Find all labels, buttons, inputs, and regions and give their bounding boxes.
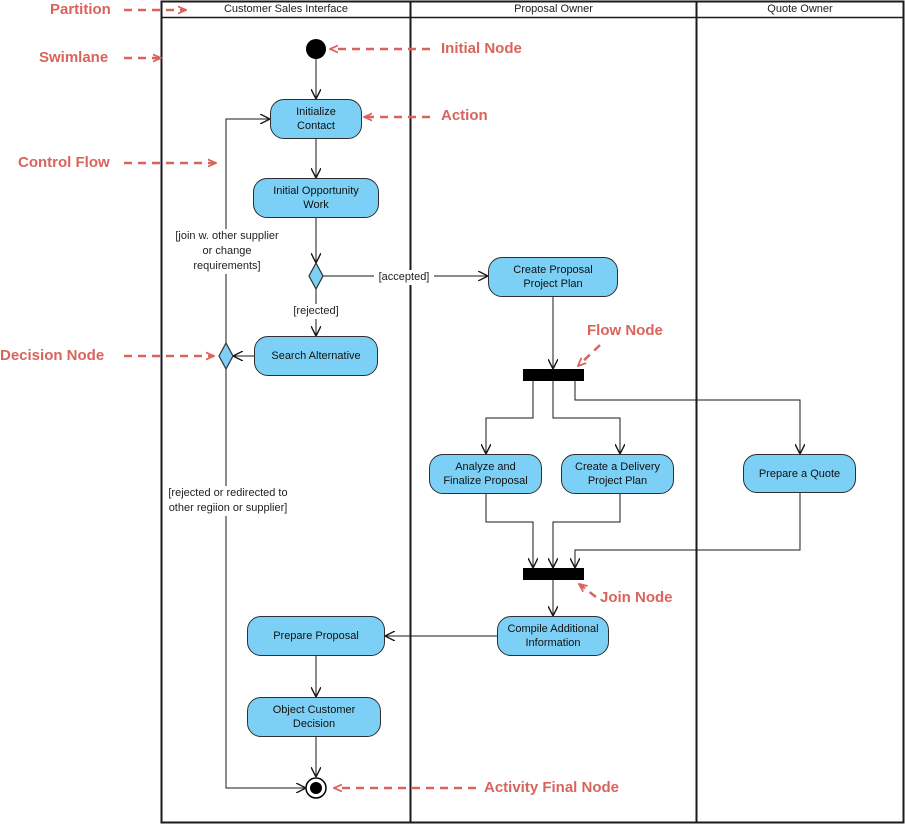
flow-fork-to-delivery — [552, 381, 620, 454]
control-flows — [225, 59, 801, 788]
action-create-delivery-project-plan[interactable]: Create a Delivery Project Plan — [561, 454, 674, 494]
callout-join-node: Join Node — [600, 589, 673, 606]
lane-header-quote-owner: Quote Owner — [767, 3, 833, 15]
callout-swimlane: Swimlane — [39, 49, 109, 66]
callout-partition: Partition — [50, 1, 111, 18]
guard-rejected-redirected: [rejected or redirected to other regiion… — [167, 486, 289, 516]
guard-rejected: [rejected] — [288, 304, 344, 319]
callout-flow-node: Flow Node — [587, 322, 663, 339]
action-analyze-finalize-proposal[interactable]: Analyze and Finalize Proposal — [429, 454, 542, 494]
activity-final-node — [305, 777, 327, 799]
callout-arrow-flow-node — [578, 344, 601, 366]
action-object-customer-decision[interactable]: Object Customer Decision — [247, 697, 381, 737]
fork-bar — [523, 369, 584, 381]
callout-initial-node: Initial Node — [441, 40, 522, 57]
lane-header-proposal-owner: Proposal Owner — [514, 3, 593, 15]
callout-control-flow: Control Flow — [18, 154, 110, 171]
guard-join-other-supplier: [join w. other supplier or change requir… — [172, 229, 282, 274]
join-bar — [523, 568, 584, 580]
action-prepare-proposal[interactable]: Prepare Proposal — [247, 616, 385, 656]
lane-header-customer: Customer Sales Interface — [223, 3, 349, 15]
action-search-alternative[interactable]: Search Alternative — [254, 336, 378, 376]
action-create-proposal-project-plan[interactable]: Create Proposal Project Plan — [488, 257, 618, 297]
action-initial-opportunity-work[interactable]: Initial Opportunity Work — [253, 178, 379, 218]
flow-delivery-to-join — [553, 494, 621, 568]
decision-node-accept — [308, 261, 324, 291]
callout-action: Action — [441, 107, 488, 124]
callout-arrows — [124, 10, 601, 788]
callout-arrow-join-node — [579, 584, 597, 598]
flow-fork-to-analyze — [486, 381, 534, 454]
flow-analyze-to-join — [485, 494, 533, 568]
initial-node — [306, 39, 326, 59]
callout-decision-node: Decision Node — [0, 347, 105, 364]
callout-activity-final-node: Activity Final Node — [484, 779, 620, 796]
action-initialize-contact[interactable]: Initialize Contact — [270, 99, 362, 139]
flow-quote-to-join — [575, 493, 801, 568]
guard-accepted: [accepted] — [374, 270, 434, 285]
flow-fork-to-quote — [574, 381, 800, 454]
action-compile-additional-information[interactable]: Compile Additional Information — [497, 616, 609, 656]
swimlane-frame — [160, 0, 905, 824]
decision-node-retry — [218, 341, 234, 371]
action-prepare-quote[interactable]: Prepare a Quote — [743, 454, 856, 493]
